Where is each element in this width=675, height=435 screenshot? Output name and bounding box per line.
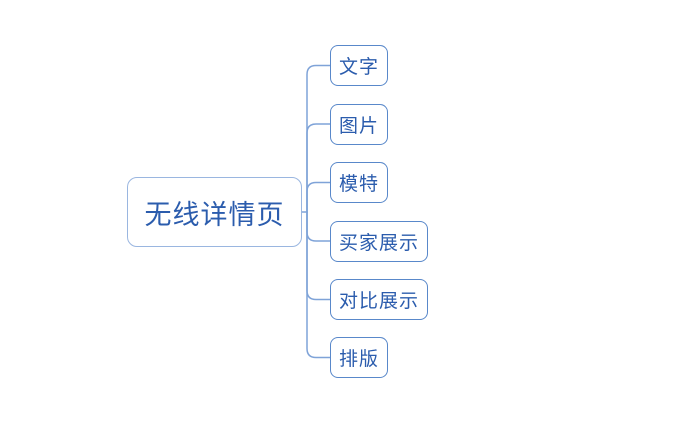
node-label: 文字 bbox=[339, 56, 380, 78]
node-label: 模特 bbox=[339, 173, 380, 195]
node-root-label: 无线详情页 bbox=[144, 199, 285, 231]
connector-branch-text bbox=[306, 64, 332, 213]
node-label: 对比展示 bbox=[339, 290, 420, 312]
connector-branch-typesetting bbox=[306, 211, 332, 359]
node-text[interactable]: 文字 bbox=[330, 45, 389, 86]
node-image[interactable]: 图片 bbox=[330, 103, 389, 145]
connector-branch-buyer-display bbox=[306, 211, 332, 242]
node-label: 排版 bbox=[339, 348, 380, 370]
node-root[interactable]: 无线详情页 bbox=[127, 177, 302, 247]
node-label: 买家展示 bbox=[339, 231, 420, 254]
node-typesetting[interactable]: 排版 bbox=[330, 337, 389, 378]
connector-branch-model bbox=[306, 181, 332, 213]
node-model[interactable]: 模特 bbox=[330, 162, 389, 203]
node-buyer-display[interactable]: 买家展示 bbox=[330, 220, 429, 262]
node-label: 图片 bbox=[339, 114, 380, 137]
connector-branch-image bbox=[306, 123, 332, 213]
node-compare-display[interactable]: 对比展示 bbox=[330, 279, 429, 320]
connector-branch-compare-display bbox=[306, 211, 332, 301]
